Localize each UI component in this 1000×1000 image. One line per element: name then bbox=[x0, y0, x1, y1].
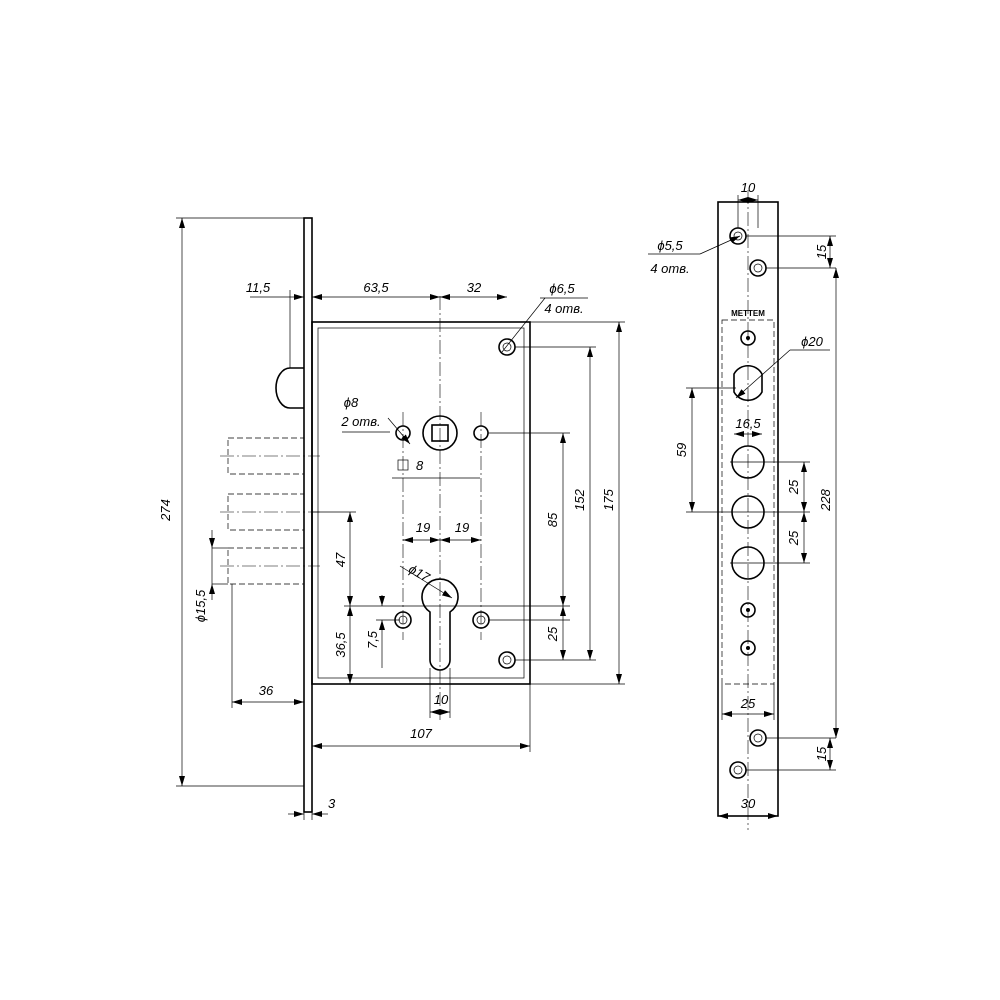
dim-small-offset: 7,5 bbox=[365, 630, 380, 649]
side-fixing-screws bbox=[740, 330, 756, 656]
dim-to-spindle: 63,5 bbox=[363, 280, 389, 295]
dim-backset: 36 bbox=[259, 683, 274, 698]
lock-body bbox=[311, 321, 531, 685]
dim-bottom-offset: 36,5 bbox=[333, 632, 348, 658]
faceplate bbox=[303, 217, 313, 813]
dim-spindle-square: 8 bbox=[416, 458, 424, 473]
dim-plate-thickness: 3 bbox=[328, 796, 336, 811]
dim-spindle-to-hole: 32 bbox=[467, 280, 482, 295]
bolts bbox=[220, 437, 320, 585]
dim-side-hole-count: 2 отв. bbox=[340, 414, 380, 429]
dim-cylinder-width: 10 bbox=[434, 692, 449, 707]
dim-bolt-d: ϕ15,5 bbox=[193, 589, 208, 622]
front-dimensions: 274 11,5 63,5 32 ϕ6,5 4 отв. ϕ8 2 отв. 8 bbox=[158, 217, 625, 820]
dim-total-height: 274 bbox=[158, 499, 173, 522]
dim-screw-d: ϕ5,5 bbox=[657, 238, 683, 253]
latch bbox=[275, 367, 304, 409]
mount-holes bbox=[394, 338, 516, 669]
dim-top-15: 15 bbox=[814, 244, 829, 259]
dim-bottom-25: 25 bbox=[545, 626, 560, 642]
dim-bolt-height: 47 bbox=[333, 552, 348, 567]
dim-top-width: 10 bbox=[741, 180, 756, 195]
dim-bottom-15: 15 bbox=[814, 746, 829, 761]
dim-bolt-pitch-1: 25 bbox=[786, 479, 801, 495]
dim-body-width: 107 bbox=[410, 726, 432, 741]
dim-faceplate-offset: 11,5 bbox=[246, 280, 271, 295]
side-dimensions: 10 ϕ5,5 4 отв. 15 ϕ20 16,5 59 bbox=[648, 180, 839, 819]
dim-bolt-pitch-2: 25 bbox=[786, 530, 801, 546]
dim-case-width: 25 bbox=[740, 696, 756, 711]
dim-to-first-bolt: 59 bbox=[674, 443, 689, 457]
dim-hole-d: ϕ20 bbox=[801, 334, 823, 349]
dim-hole-spacing-left: 19 bbox=[416, 520, 430, 535]
dim-hole-width: 16,5 bbox=[735, 416, 761, 431]
dim-mount-hole-count: 4 отв. bbox=[544, 301, 583, 316]
dim-body-height: 175 bbox=[601, 488, 616, 510]
brand-label: МЕТТЕМ bbox=[731, 309, 765, 318]
spindle bbox=[422, 415, 458, 451]
dim-hole-distance: 152 bbox=[572, 488, 587, 510]
dim-side-hole-d: ϕ8 bbox=[344, 395, 359, 410]
dim-hole-spacing-right: 19 bbox=[455, 520, 469, 535]
side-bolt-holes bbox=[730, 445, 810, 580]
cylinder-cutout bbox=[421, 578, 459, 671]
dim-plate-width: 30 bbox=[741, 796, 756, 811]
dim-center-distance: 85 bbox=[545, 512, 560, 527]
dim-screw-count: 4 отв. bbox=[650, 261, 689, 276]
side-view: МЕТТЕМ bbox=[648, 180, 839, 830]
dim-mount-hole-d: ϕ6,5 bbox=[549, 281, 575, 296]
lock-body-inner bbox=[317, 327, 525, 679]
front-view: 274 11,5 63,5 32 ϕ6,5 4 отв. ϕ8 2 отв. 8 bbox=[158, 217, 625, 820]
dim-plate-length: 228 bbox=[818, 488, 833, 511]
